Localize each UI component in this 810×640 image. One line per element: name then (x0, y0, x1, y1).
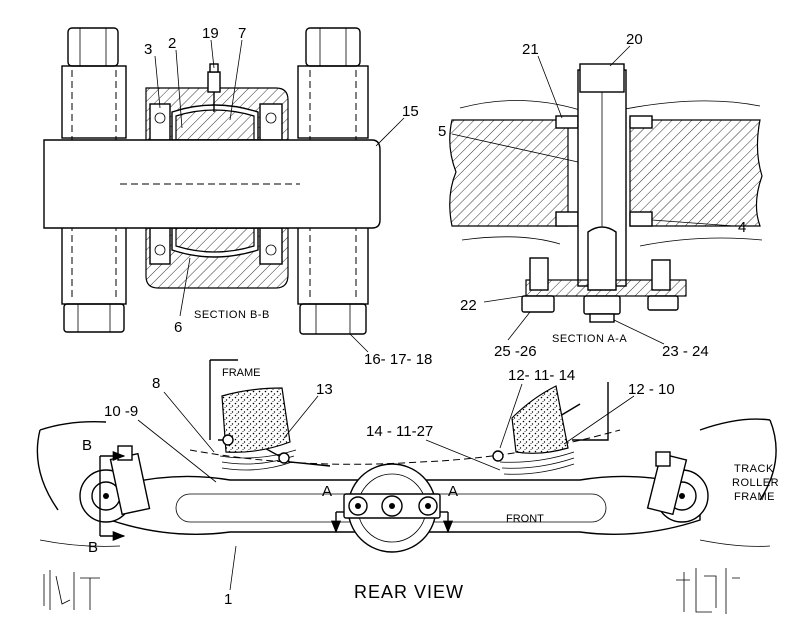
section-bb-label: SECTION B-B (194, 309, 270, 321)
front-label: FRONT (506, 513, 544, 525)
callout-14-11-27: 14 - 11-27 (366, 423, 433, 440)
callout-13: 13 (316, 381, 333, 398)
callout-2: 2 (168, 35, 176, 52)
section-aa-view: SECTION A-A (449, 63, 763, 345)
left-corner-sketch (43, 570, 100, 610)
callout-21: 21 (522, 41, 539, 58)
callout-1: 1 (224, 591, 232, 608)
track-roller-frame-line2: ROLLER (732, 477, 779, 489)
callout-19: 19 (202, 25, 219, 42)
pin (43, 139, 381, 229)
callout-20: 20 (626, 31, 643, 48)
section-mark-a-right: A (448, 483, 458, 500)
section-mark-b-bottom: B (88, 539, 98, 556)
frame-label: FRAME (222, 367, 261, 379)
callouts: 3 2 19 7 15 6 16- 17- 18 21 20 5 4 22 25… (104, 25, 746, 608)
callout-22: 22 (460, 297, 477, 314)
track-roller-frame-line1: TRACK (734, 463, 774, 475)
section-mark-b-top: B (82, 437, 92, 454)
callout-12-10: 12 - 10 (628, 381, 675, 398)
callout-23-24: 23 - 24 (662, 343, 709, 360)
callout-5: 5 (438, 123, 446, 140)
callout-15: 15 (402, 103, 419, 120)
callout-3: 3 (144, 41, 152, 58)
callout-10-9: 10 -9 (104, 403, 138, 420)
callout-4: 4 (738, 219, 746, 236)
rear-view-label: REAR VIEW (354, 582, 464, 602)
callout-25-26: 25 -26 (494, 343, 537, 360)
section-mark-a-left: A (322, 483, 332, 500)
callout-16-17-18: 16- 17- 18 (364, 351, 432, 368)
track-roller-frame-line3: FRAME (734, 491, 775, 503)
section-bb-view: SECTION B-B (43, 27, 381, 335)
rear-view: A A B B FRAME FRONT TRACK ROLLER FRAME R… (36, 359, 779, 614)
callout-7: 7 (238, 25, 246, 42)
right-corner-sketch (676, 568, 740, 614)
section-aa-label: SECTION A-A (552, 333, 627, 345)
leader-lines (137, 39, 735, 591)
callout-8: 8 (152, 375, 160, 392)
callout-12-11-14: 12- 11- 14 (508, 367, 575, 384)
callout-6: 6 (174, 319, 182, 336)
